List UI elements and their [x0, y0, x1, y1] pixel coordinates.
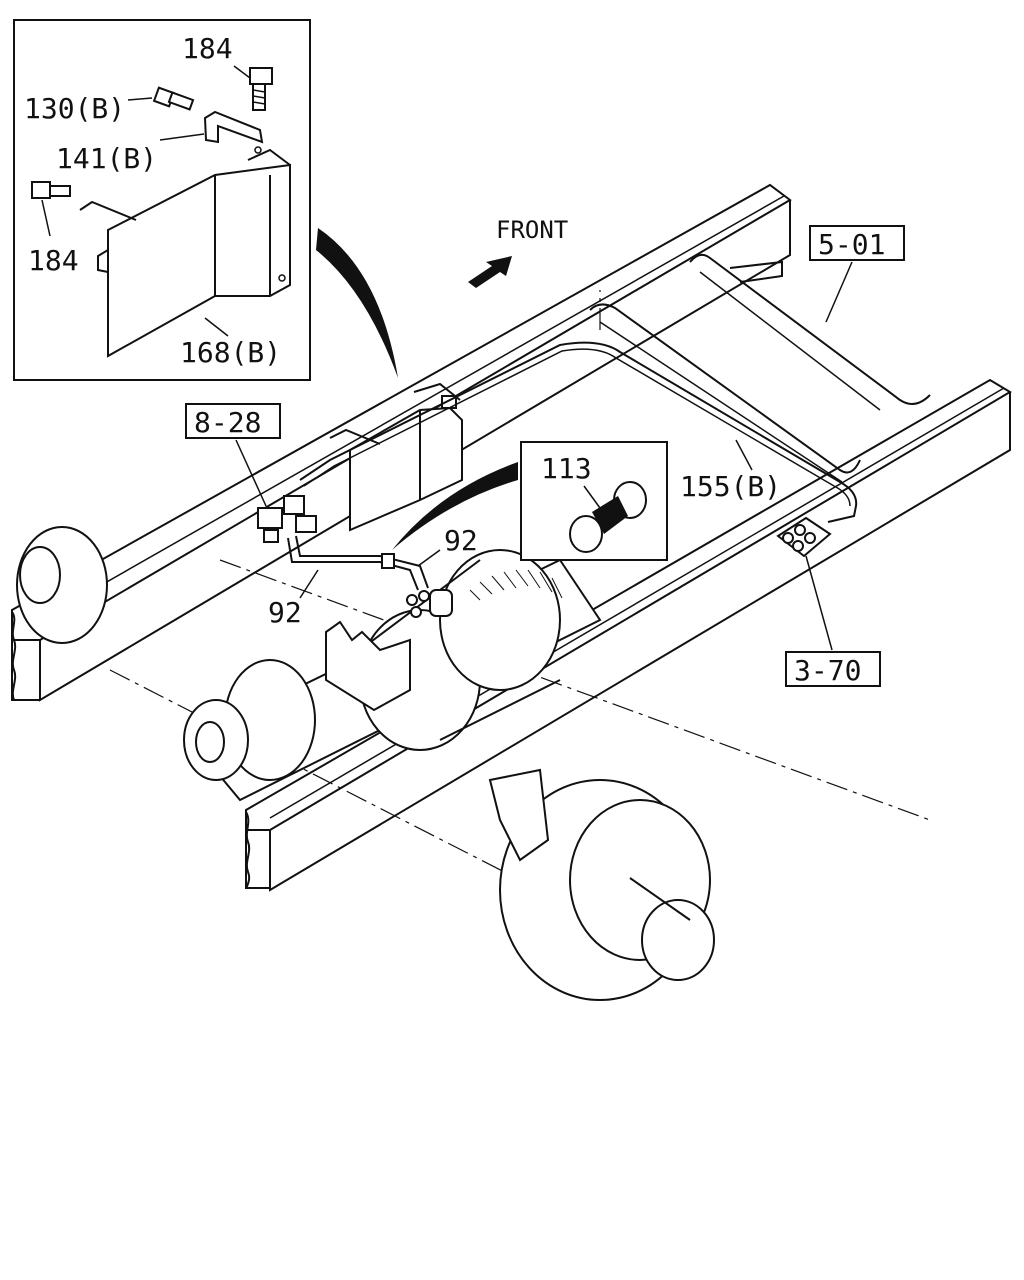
label-130b: 130(B): [24, 92, 125, 125]
rear-axle-assembly: [16, 526, 715, 1001]
ref-370-label: 3-70: [794, 654, 861, 687]
label-141b: 141(B): [56, 142, 157, 175]
label-155b: 155(B): [680, 470, 781, 503]
clip-141-icon: [203, 110, 264, 144]
bolt-184-left-icon: [31, 181, 71, 199]
label-184-left: 184: [28, 244, 79, 277]
ref-box-828[interactable]: 8-28: [185, 403, 281, 439]
ref-501-label: 5-01: [818, 228, 885, 261]
detail-pointer-arrow: [392, 462, 518, 550]
joint-block-370: [776, 516, 832, 558]
bracket-on-frame: [329, 382, 463, 532]
label-92-lower: 92: [268, 596, 302, 629]
front-direction-arrow-icon: [468, 256, 512, 288]
bolt-130-icon: [152, 86, 195, 111]
label-92-upper: 92: [444, 524, 478, 557]
ref-box-501[interactable]: 5-01: [809, 225, 905, 261]
valve-connector-block: [257, 495, 317, 543]
brake-pipes-92: [287, 535, 430, 618]
label-113: 113: [541, 452, 592, 485]
brake-pipe-155: [299, 341, 858, 523]
ref-box-370[interactable]: 3-70: [785, 651, 881, 687]
clip-detail-box: 113: [520, 441, 668, 561]
bracket-inset-box: 184 130(B) 141(B) 184 168(B): [13, 19, 311, 381]
drum-hatching: [469, 569, 563, 601]
bolt-184-top-icon: [249, 67, 273, 111]
front-label: FRONT: [496, 216, 568, 244]
inset-pointer-arrow: [316, 228, 398, 378]
bracket-168-icon: [79, 146, 291, 358]
pipe-clip-113-icon: [569, 481, 647, 553]
label-184-top: 184: [182, 32, 233, 65]
label-168b: 168(B): [180, 336, 281, 369]
ref-828-label: 8-28: [194, 406, 261, 439]
